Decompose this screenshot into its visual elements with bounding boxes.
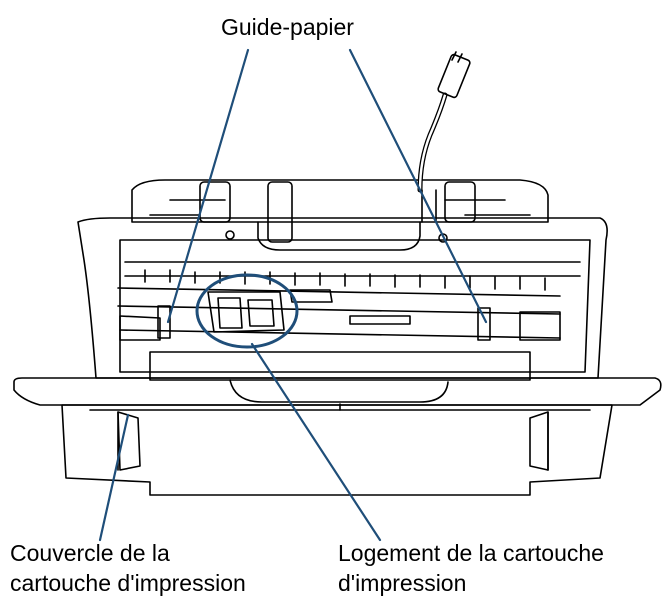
center-latch: [267, 181, 293, 243]
hopper-recess: [257, 221, 421, 251]
left-screw: [225, 230, 235, 240]
cartridge-mechanism: [207, 291, 285, 333]
lower-lip: [149, 351, 531, 381]
left-clip: [199, 181, 231, 223]
label-cartridge-cover-line1: Couvercle de la: [10, 540, 170, 566]
label-cartridge-slot-line1: Logement de la cartouche: [338, 540, 604, 566]
leader-paper-guide-left: [166, 48, 250, 324]
left-paper-guide: [157, 305, 171, 339]
inner-shadow: [124, 261, 581, 277]
leader-paper-guide-right: [348, 48, 488, 324]
leader-cartridge-cover: [98, 413, 130, 542]
right-paper-guide: [477, 307, 491, 341]
rear-detail: [149, 199, 531, 216]
front-cover-inner: [89, 409, 591, 471]
label-cartridge-cover-line2: cartouche d'impression: [10, 570, 246, 596]
main-frame: [77, 217, 608, 379]
label-cartridge-slot: Logement de la cartouche d'impression: [338, 538, 604, 598]
scale-marks: [144, 269, 546, 291]
label-cartridge-slot-line2: d'impression: [338, 570, 467, 596]
scanner-rear-body: [131, 179, 549, 223]
front-cover-body: [61, 404, 613, 496]
label-cartridge-cover: Couvercle de la cartouche d'impression: [10, 538, 246, 598]
rail-front: [117, 287, 561, 339]
label-paper-guide: Guide-papier: [221, 12, 354, 42]
cable-plug: [437, 53, 471, 99]
label-paper-guide-text: Guide-papier: [221, 14, 354, 40]
right-hinge: [529, 411, 549, 471]
leader-cartridge-slot: [250, 342, 382, 542]
front-cover-top: [13, 377, 662, 406]
right-clip: [444, 181, 476, 223]
cartridge-highlight: [195, 273, 299, 349]
